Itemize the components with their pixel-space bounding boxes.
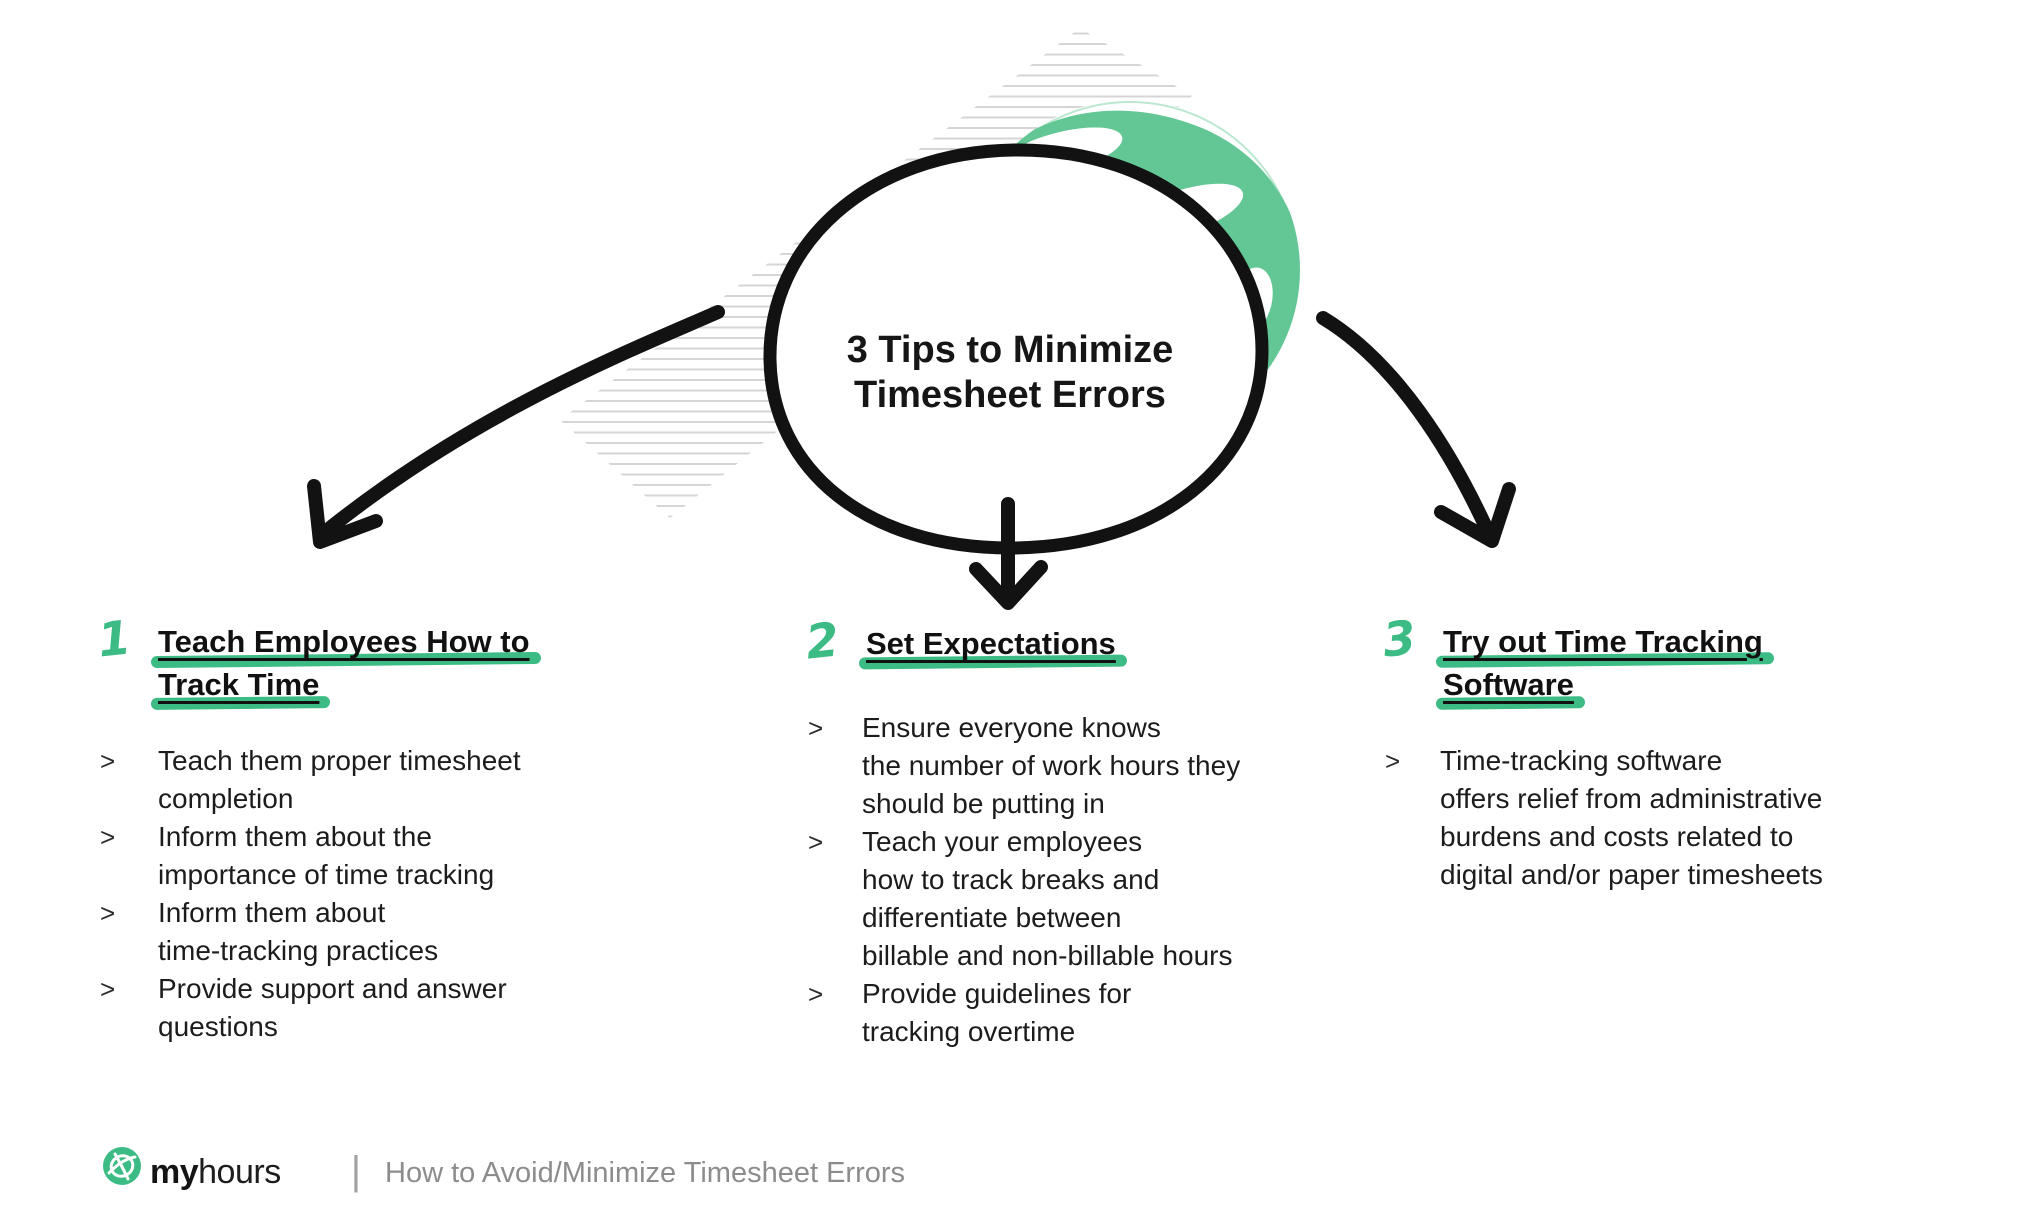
arrow-to-tip-2 [969, 497, 1048, 610]
heading-line: Teach Employees How to [158, 620, 530, 663]
heading-line: Software [1443, 663, 1574, 706]
heading-line: Set Expectations [866, 622, 1116, 665]
footer: myhours | How to Avoid/Minimize Timeshee… [0, 1138, 2042, 1208]
list-item: > Teach your employees how to track brea… [808, 823, 1348, 975]
arrow-to-tip-3 [1316, 311, 1516, 548]
bullet-icon: > [100, 974, 116, 1004]
list-item-text: Inform them about time-tracking practice… [158, 897, 439, 966]
footer-caption: How to Avoid/Minimize Timesheet Errors [385, 1157, 906, 1189]
tip-number-1: 1 [95, 610, 134, 669]
tip-list-2: > Ensure everyone knows the number of wo… [808, 709, 1348, 1051]
title-circle [763, 143, 1269, 555]
footer-separator: | [350, 1149, 362, 1193]
list-item: > Provide guidelines for tracking overti… [808, 975, 1348, 1051]
brand-hours: hours [198, 1153, 281, 1191]
heading-line: Track Time [158, 663, 319, 706]
bullet-icon: > [100, 746, 116, 776]
list-item-text: Teach your employees how to track breaks… [862, 826, 1233, 971]
tip-column-1: 1 Teach Employees How to Track Time > Te… [95, 610, 620, 1046]
bullet-icon: > [100, 822, 116, 852]
bullet-icon: > [808, 979, 824, 1009]
infographic-title: 3 Tips to Minimize Timesheet Errors [846, 329, 1174, 416]
bullet-icon: > [808, 713, 824, 743]
list-item: > Inform them about time-tracking practi… [100, 894, 620, 970]
tip-heading-2: Set Expectations [866, 622, 1348, 665]
myhours-logo-icon [103, 1147, 141, 1185]
tip-column-3: 3 Try out Time Tracking Software > Time-… [1380, 610, 1965, 894]
bullet-icon: > [808, 827, 824, 857]
list-item: > Teach them proper timesheet completion [100, 742, 620, 818]
list-item: > Provide support and answer questions [100, 970, 620, 1046]
tip-number-2: 2 [803, 612, 842, 671]
list-item-text: Teach them proper timesheet completion [158, 745, 521, 814]
list-item-text: Ensure everyone knows the number of work… [862, 712, 1241, 819]
tip-list-1: > Teach them proper timesheet completion… [100, 742, 620, 1046]
heading-line: Try out Time Tracking [1443, 620, 1763, 663]
list-item: > Time-tracking software offers relief f… [1385, 742, 1965, 894]
list-item: > Ensure everyone knows the number of wo… [808, 709, 1348, 823]
tip-number-3: 3 [1380, 610, 1419, 669]
list-item-text: Provide guidelines for tracking overtime [862, 978, 1132, 1047]
list-item-text: Inform them about the importance of time… [158, 821, 495, 890]
list-item-text: Time-tracking software offers relief fro… [1440, 745, 1823, 890]
list-item: > Inform them about the importance of ti… [100, 818, 620, 894]
tip-column-2: 2 Set Expectations > Ensure everyone kno… [803, 612, 1348, 1051]
tip-list-3: > Time-tracking software offers relief f… [1385, 742, 1965, 894]
list-item-text: Provide support and answer questions [158, 973, 507, 1042]
tip-heading-1: Teach Employees How to Track Time [158, 620, 620, 706]
tip-heading-3: Try out Time Tracking Software [1443, 620, 1965, 706]
arrow-to-tip-1 [307, 305, 725, 549]
brand-my: my [150, 1153, 199, 1191]
brand-wordmark: myhours [150, 1152, 281, 1192]
bullet-icon: > [100, 898, 116, 928]
bullet-icon: > [1385, 746, 1401, 776]
